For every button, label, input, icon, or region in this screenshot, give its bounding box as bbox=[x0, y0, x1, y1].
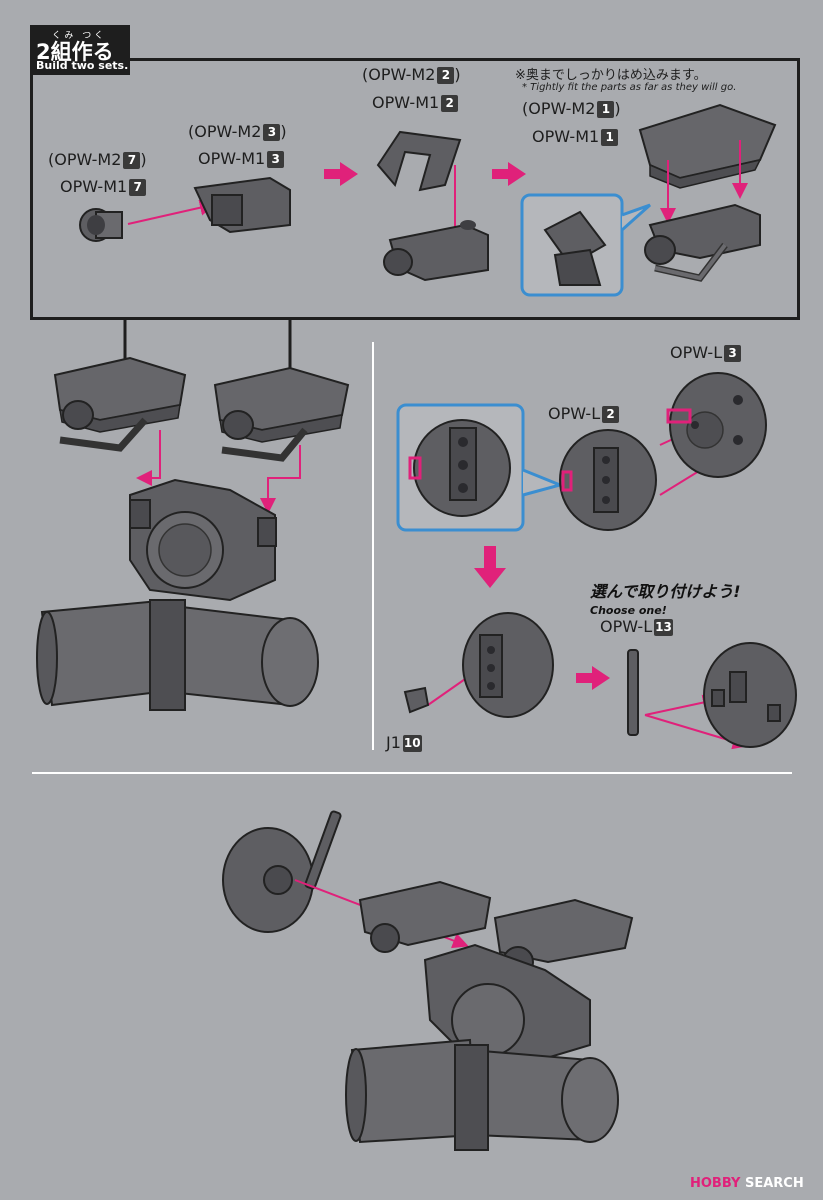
antenna-part bbox=[627, 649, 639, 736]
part-code: J1 bbox=[386, 733, 401, 752]
callout-pointer-mid bbox=[522, 468, 565, 497]
title-en: Build two sets. bbox=[36, 59, 129, 72]
flow-arrow-1 bbox=[324, 162, 358, 186]
callout-disc-detail bbox=[408, 419, 511, 517]
callout-detail-top bbox=[543, 210, 607, 286]
part-code: OPW-M1 bbox=[198, 149, 266, 168]
assembled-set-right bbox=[213, 366, 350, 462]
disc-final-part bbox=[703, 642, 797, 748]
part-code: OPW-L bbox=[670, 343, 723, 362]
paren-close: ) bbox=[280, 122, 287, 141]
handle-part bbox=[376, 130, 462, 192]
choose-en: Choose one! bbox=[590, 604, 667, 617]
arrow-set-left bbox=[136, 430, 161, 486]
title-ruby: くみ つく bbox=[52, 31, 107, 41]
flow-arrow-down bbox=[474, 546, 506, 588]
note-jp: ※奥までしっかりはめ込みます。 bbox=[515, 68, 707, 83]
build-two-sets-tag: くみ つく 2組作る Build two sets. bbox=[30, 25, 130, 75]
watermark-suffix: SEARCH bbox=[740, 1176, 804, 1191]
arrow-set-right bbox=[260, 445, 301, 514]
paren-close: ) bbox=[140, 150, 147, 169]
part-number: 3 bbox=[267, 151, 285, 168]
flow-arrow-2 bbox=[492, 162, 526, 186]
disc-back-part bbox=[666, 372, 767, 478]
choose-jp: 選んで取り付けよう! bbox=[590, 582, 741, 601]
final-assembly-part bbox=[345, 880, 634, 1151]
part-number: 7 bbox=[123, 152, 141, 169]
part-code: (OPW-M2 bbox=[48, 150, 122, 169]
divider-vertical bbox=[372, 342, 374, 750]
armor-cover-part bbox=[638, 103, 777, 189]
j1-joint-part bbox=[403, 686, 430, 714]
part-number: 7 bbox=[129, 179, 147, 196]
part-number: 2 bbox=[602, 406, 620, 423]
final-disc-antenna-part bbox=[222, 810, 342, 933]
cylinder-cap-part bbox=[79, 208, 123, 242]
disc-front-part bbox=[559, 429, 657, 531]
part-number: 3 bbox=[263, 124, 281, 141]
part-code: OPW-M1 bbox=[372, 93, 440, 112]
assembled-set-left bbox=[53, 356, 187, 452]
part-code: OPW-L bbox=[548, 404, 601, 423]
part-number: 2 bbox=[441, 95, 459, 112]
part-number: 1 bbox=[601, 129, 619, 146]
part-number: 2 bbox=[437, 67, 455, 84]
part-number: 13 bbox=[654, 619, 673, 636]
part-code: (OPW-M2 bbox=[188, 122, 262, 141]
part-number: 10 bbox=[402, 735, 422, 752]
callout-pointer-top bbox=[621, 203, 651, 232]
divider-horizontal bbox=[32, 772, 792, 774]
arrow-antenna-1 bbox=[644, 694, 719, 716]
part-number: 3 bbox=[724, 345, 742, 362]
part-number: 1 bbox=[597, 101, 615, 118]
arrow-cap-to-mount bbox=[127, 199, 216, 225]
paren-close: ) bbox=[614, 99, 621, 118]
part-code: (OPW-M2 bbox=[522, 99, 596, 118]
part-code: OPW-M1 bbox=[60, 177, 128, 196]
handle-mount-part bbox=[383, 220, 489, 282]
watermark: HOBBY SEARCH bbox=[690, 1176, 804, 1191]
title-jp: 2組作る bbox=[36, 40, 114, 64]
mount-block-part bbox=[193, 176, 291, 234]
flow-arrow-3 bbox=[576, 666, 610, 690]
handle-assembly-part bbox=[644, 203, 761, 282]
base-body-part bbox=[36, 478, 319, 711]
disc-assembled-part bbox=[462, 612, 554, 718]
part-code: (OPW-M2 bbox=[362, 65, 436, 84]
note-en: * Tightly fit the parts as far as they w… bbox=[522, 82, 737, 93]
paren-close: ) bbox=[454, 65, 461, 84]
subassembly-panel bbox=[30, 58, 800, 320]
watermark-brand: HOBBY bbox=[690, 1176, 741, 1191]
choose-one-label: 選んで取り付けよう! Choose one! bbox=[590, 578, 741, 617]
part-code: OPW-L bbox=[600, 617, 653, 636]
part-code: OPW-M1 bbox=[532, 127, 600, 146]
